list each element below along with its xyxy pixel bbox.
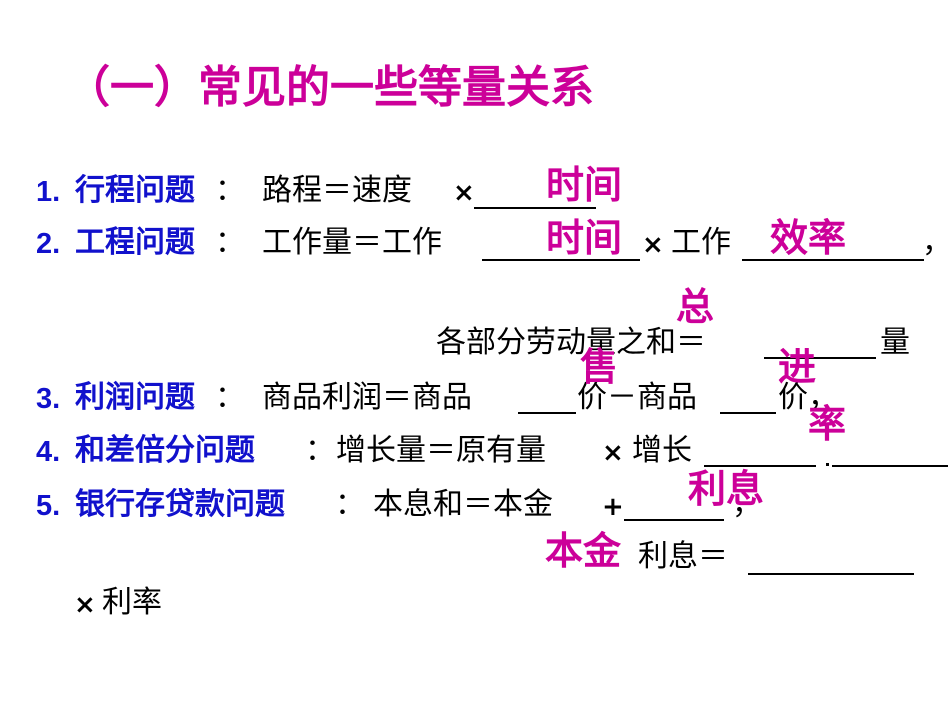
item-2-formula: 工作量＝工作: [262, 225, 442, 260]
item-4-times: ×: [602, 438, 624, 468]
item-4-blank-1: [704, 465, 816, 467]
item-4-colon: ：: [305, 433, 335, 468]
item-5-times: ×: [74, 590, 96, 620]
item-2-blank-1: [482, 259, 640, 261]
item-5-comma: ，: [732, 487, 762, 522]
answer-time-2: 时间: [546, 216, 623, 260]
answer-sell: 售: [580, 345, 619, 389]
item-2-colon: ：: [215, 225, 245, 260]
item-4-number: 4.: [36, 436, 61, 468]
item-2-number: 2.: [36, 228, 61, 260]
page-title: （一）常见的一些等量关系: [66, 62, 594, 113]
item-5-blank-2: [748, 573, 914, 575]
item-1-blank: [474, 207, 596, 209]
item-4-formula: 增长量＝原有量: [336, 433, 546, 468]
item-4-blank-2: [832, 465, 948, 467]
answer-buy: 进: [778, 345, 817, 389]
item-2-tail: 量: [880, 325, 910, 360]
item-4-dot: [826, 463, 829, 466]
item-2-topic: 工程问题: [75, 225, 195, 260]
answer-total: 总: [676, 285, 715, 329]
answer-time-1: 时间: [546, 163, 623, 207]
item-5-number: 5.: [36, 490, 61, 522]
item-2-comma: ，: [922, 225, 950, 260]
item-2-formula-2: 工作: [671, 225, 731, 260]
item-1-topic: 行程问题: [75, 173, 195, 208]
item-3-topic: 利润问题: [75, 380, 195, 415]
item-1-colon: ：: [215, 173, 245, 208]
item-4-formula-2: 增长: [632, 433, 692, 468]
item-2-line-2: 各部分劳动量之和＝: [436, 325, 706, 360]
item-1-formula: 路程＝速度: [262, 173, 412, 208]
item-5-colon: ：: [335, 487, 365, 522]
item-5-blank-1: [624, 519, 724, 521]
item-5-topic: 银行存贷款问题: [75, 487, 285, 522]
item-3-formula-2: 价－商品: [577, 380, 697, 415]
item-3-colon: ：: [215, 380, 245, 415]
answer-efficiency: 效率: [770, 216, 847, 260]
item-3-blank-1: [518, 412, 576, 414]
item-3-blank-2: [720, 412, 776, 414]
item-5-formula: 本息和＝本金: [373, 487, 553, 522]
item-5-line-2: 利息＝: [638, 539, 728, 574]
item-3-formula-3: 价，: [778, 380, 838, 415]
item-2-blank-2: [742, 259, 924, 261]
item-2-blank-3: [764, 357, 876, 359]
answer-principal: 本金: [545, 529, 622, 573]
item-4-topic: 和差倍分问题: [75, 433, 255, 468]
item-2-times: ×: [642, 230, 664, 260]
item-3-number: 3.: [36, 383, 61, 415]
answer-rate: 率: [808, 402, 847, 446]
answer-interest: 利息: [688, 467, 765, 511]
item-3-formula: 商品利润＝商品: [262, 380, 472, 415]
item-5-line-3: 利率: [102, 585, 162, 620]
item-1-number: 1.: [36, 176, 61, 208]
item-1-times: ×: [453, 178, 475, 208]
item-5-plus: +: [602, 492, 624, 522]
